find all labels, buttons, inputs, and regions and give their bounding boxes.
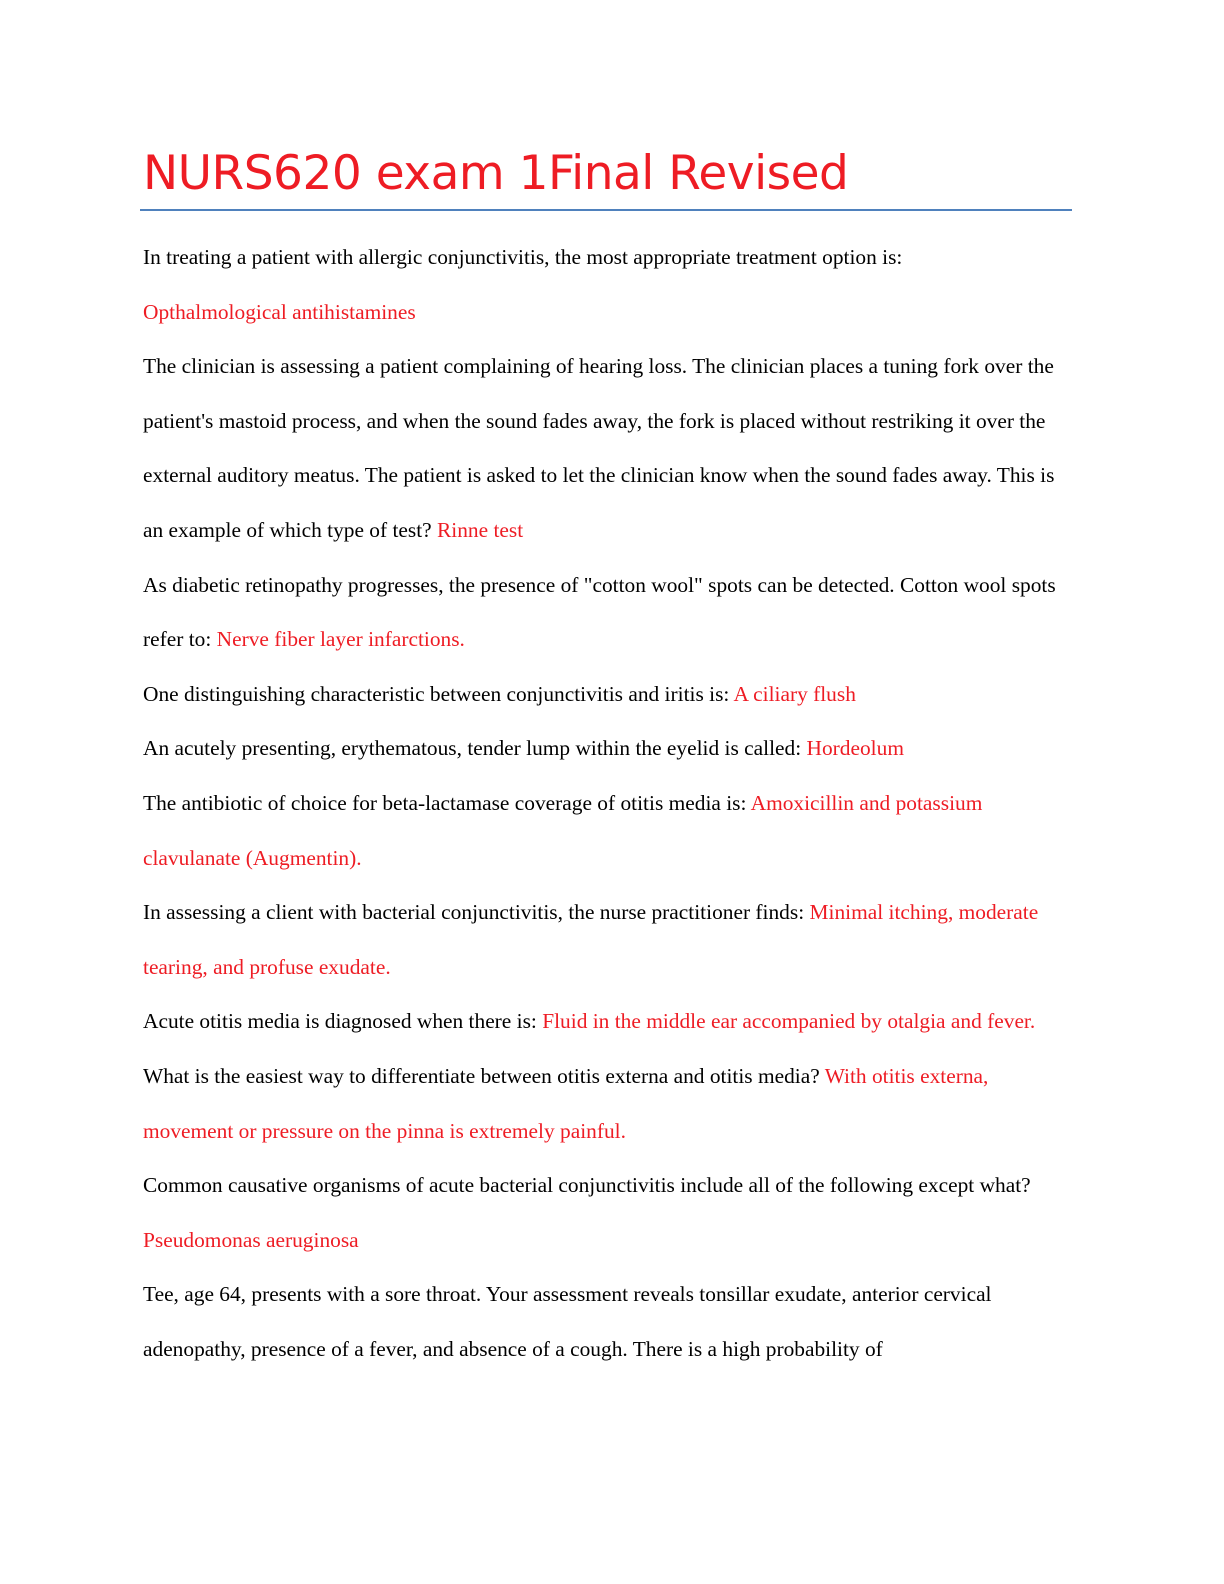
answer-6: Amoxicillin and potassium clavulanate (A…: [143, 790, 983, 870]
qa-item-8: Acute otitis media is diagnosed when the…: [143, 994, 1075, 1049]
answer-5: Hordeolum: [806, 736, 904, 761]
qa-item-3: As diabetic retinopathy progresses, the …: [143, 558, 1075, 667]
answer-10: Pseudomonas aeruginosa: [143, 1227, 359, 1252]
question-2: The clinician is assessing a patient com…: [143, 354, 1055, 542]
qa-item-2: The clinician is assessing a patient com…: [143, 339, 1075, 557]
question-7: In assessing a client with bacterial con…: [143, 900, 805, 925]
title-underline: [140, 209, 1072, 211]
answer-3: Nerve fiber layer infarctions.: [216, 627, 465, 652]
question-4: One distinguishing characteristic betwee…: [143, 681, 730, 706]
answer-9: With otitis externa, movement or pressur…: [143, 1063, 989, 1143]
question-8: Acute otitis media is diagnosed when the…: [143, 1009, 543, 1034]
answer-4: A ciliary flush: [733, 681, 856, 706]
answer-8: Fluid in the middle ear accompanied by o…: [542, 1009, 1036, 1034]
document-title: NURS620 exam 1Final Revised: [143, 146, 849, 201]
question-10: Common causative organisms of acute bact…: [143, 1173, 1031, 1198]
question-6: The antibiotic of choice for beta-lactam…: [143, 790, 747, 815]
qa-item-10: Common causative organisms of acute bact…: [143, 1158, 1075, 1267]
qa-item-4: One distinguishing characteristic betwee…: [143, 667, 1075, 722]
qa-item-5: An acutely presenting, erythematous, ten…: [143, 721, 1075, 776]
answer-7: Minimal itching, moderate tearing, and p…: [143, 900, 1039, 979]
qa-item-7: In assessing a client with bacterial con…: [143, 885, 1075, 994]
question-9: What is the easiest way to differentiate…: [143, 1063, 825, 1088]
answer-1: Opthalmological antihistamines: [143, 299, 416, 324]
qa-item-11: Tee, age 64, presents with a sore throat…: [143, 1267, 1075, 1376]
question-5: An acutely presenting, erythematous, ten…: [143, 736, 802, 761]
question-1: In treating a patient with allergic conj…: [143, 245, 903, 269]
qa-item-9: What is the easiest way to differentiate…: [143, 1049, 1075, 1158]
qa-item-6: The antibiotic of choice for beta-lactam…: [143, 776, 1075, 885]
question-11: Tee, age 64, presents with a sore throat…: [143, 1282, 992, 1361]
answer-2: Rinne test: [437, 517, 524, 542]
question-3: As diabetic retinopathy progresses, the …: [143, 572, 1056, 652]
document-body: In treating a patient with allergic conj…: [143, 230, 1075, 1376]
